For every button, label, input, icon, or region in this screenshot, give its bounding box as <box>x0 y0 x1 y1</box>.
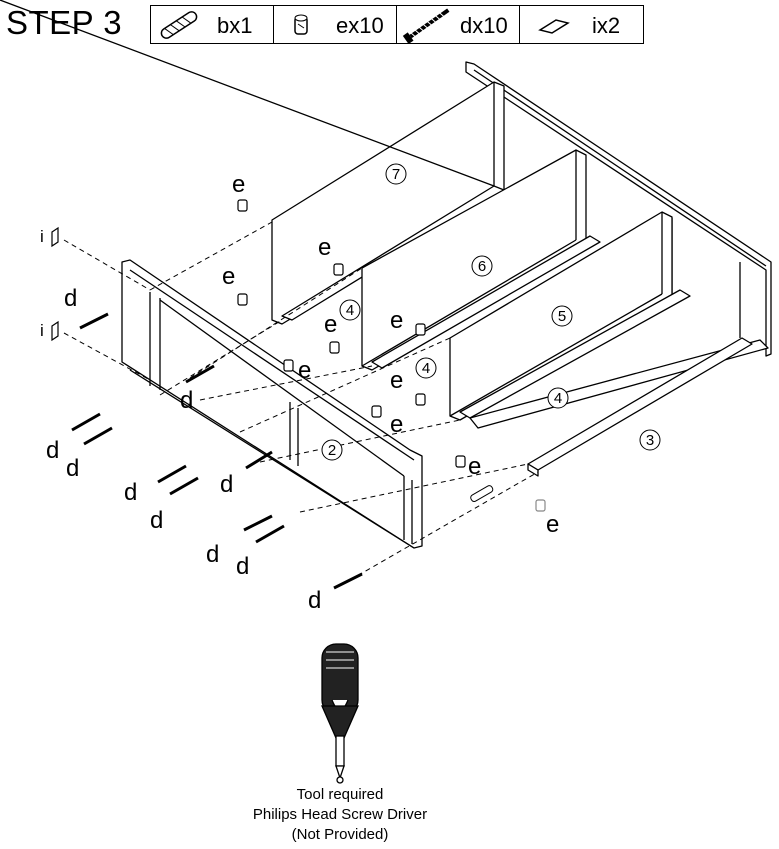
label-d: d <box>124 479 137 506</box>
panel-number-7: 7 <box>392 166 400 183</box>
label-e: e <box>222 263 235 290</box>
cam-lock-icon <box>333 263 344 276</box>
dowel-icon <box>470 485 494 502</box>
panel-number-3: 3 <box>646 432 654 449</box>
screw-icon <box>71 412 101 432</box>
label-i: i <box>40 321 44 340</box>
cap-icon <box>538 19 570 34</box>
parts-list: bx1 ex10 dx10 ix2 <box>150 5 644 44</box>
cam-lock-icon <box>294 14 308 35</box>
label-e: e <box>390 367 403 394</box>
dowel-icon <box>160 11 198 39</box>
screw-icon <box>185 364 215 384</box>
panel-number-4: 4 <box>422 360 430 377</box>
tool-name: Philips Head Screw Driver <box>252 806 428 823</box>
label-d: d <box>46 437 59 464</box>
part-i: ix2 <box>520 6 643 43</box>
part-d: dx10 <box>397 6 520 43</box>
cam-lock-icon <box>237 199 248 212</box>
screwdriver-icon <box>321 643 359 784</box>
part-b: bx1 <box>151 6 274 43</box>
cam-lock-icon <box>237 293 248 306</box>
cam-lock-icon <box>415 393 426 406</box>
label-e: e <box>546 511 559 538</box>
part-b-count: bx1 <box>217 13 253 38</box>
cam-lock-icon <box>371 405 382 418</box>
panel-number-4: 4 <box>554 390 562 407</box>
label-d: d <box>220 471 233 498</box>
label-e: e <box>468 453 481 480</box>
label-d: d <box>64 285 77 312</box>
label-d: d <box>180 387 193 414</box>
panel-number-4: 4 <box>346 302 354 319</box>
panel-number-5: 5 <box>558 308 566 325</box>
panel-number-6: 6 <box>478 258 486 275</box>
label-d: d <box>236 553 249 580</box>
screw-icon <box>245 450 273 470</box>
cap-icon <box>51 226 59 248</box>
label-e: e <box>324 311 337 338</box>
screw-icon <box>402 8 450 43</box>
label-i: i <box>40 227 44 246</box>
screw-icon <box>83 426 113 446</box>
panel-3 <box>527 337 753 477</box>
part-e: ex10 <box>274 6 397 43</box>
cap-icon <box>51 320 59 342</box>
screw-icon <box>243 514 273 532</box>
tool-required-label: Tool required <box>296 786 384 803</box>
part-e-count: ex10 <box>336 13 384 38</box>
screw-icon <box>79 312 109 330</box>
label-e: e <box>298 357 311 384</box>
label-e: e <box>390 411 403 438</box>
part-d-count: dx10 <box>460 13 508 38</box>
label-d: d <box>150 507 163 534</box>
panel-number-2: 2 <box>328 442 336 459</box>
label-d: d <box>66 455 79 482</box>
cam-lock-icon <box>455 455 466 468</box>
guide-lines <box>63 221 539 581</box>
screw-icon <box>169 476 199 496</box>
part-i-count: ix2 <box>592 13 621 38</box>
label-d: d <box>206 541 219 568</box>
label-e: e <box>390 307 403 334</box>
label-e: e <box>318 234 331 261</box>
cam-lock-icon <box>329 341 340 354</box>
screw-icon <box>333 572 363 590</box>
label-e: e <box>232 171 245 198</box>
screw-icon <box>157 464 187 484</box>
label-d: d <box>308 587 321 614</box>
cam-lock-icon <box>415 323 426 336</box>
cam-lock-icon <box>283 359 294 372</box>
tool-note: (Not Provided) <box>291 826 389 843</box>
screw-icon <box>255 524 285 544</box>
cam-lock-icon <box>535 499 546 512</box>
